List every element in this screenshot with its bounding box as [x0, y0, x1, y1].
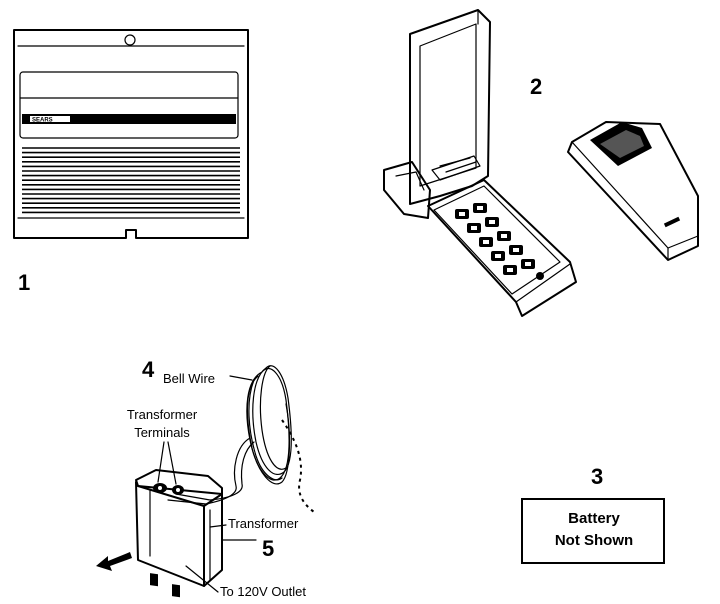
battery-label-line2: Not Shown [555, 532, 633, 549]
part-number-4: 4 [142, 357, 155, 382]
receiver-vent-grille [22, 147, 240, 214]
keypad-light-icon [536, 272, 544, 280]
keypad-buttons [455, 203, 535, 275]
transmitter-unit [567, 121, 699, 261]
outlet-label: To 120V Outlet [220, 584, 306, 599]
battery-label-box: Battery Not Shown [521, 498, 665, 564]
transformer-terminals-label-line2: Terminals [134, 425, 190, 440]
receiver-brand-label: SEARS [32, 118, 53, 124]
keypad-key-face [513, 248, 519, 252]
keypad-key-face [495, 254, 501, 258]
keypad-key-face [507, 268, 513, 272]
keypad-key-face [489, 220, 495, 224]
keypad-key-face [459, 212, 465, 216]
bell-wire-coil [167, 365, 315, 513]
keypad-unit [383, 9, 577, 317]
keypad-key-face [483, 240, 489, 244]
transformer-label: Transformer [228, 516, 299, 531]
transformer-terminals-label-line1: Transformer [127, 407, 198, 422]
keypad-key-face [471, 226, 477, 230]
transformer-unit [96, 469, 223, 598]
part-number-2: 2 [530, 74, 542, 99]
keypad-key-face [477, 206, 483, 210]
receiver-unit: SEARS [13, 29, 249, 239]
keypad-key-face [501, 234, 507, 238]
part-number-3: 3 [591, 464, 603, 489]
bell-wire-label: Bell Wire [163, 371, 215, 386]
part-number-5: 5 [262, 536, 274, 561]
battery-label-line1: Battery [568, 510, 620, 527]
part-number-1: 1 [18, 270, 30, 295]
plug-direction-arrow-icon [96, 552, 132, 571]
keypad-key-face [525, 262, 531, 266]
